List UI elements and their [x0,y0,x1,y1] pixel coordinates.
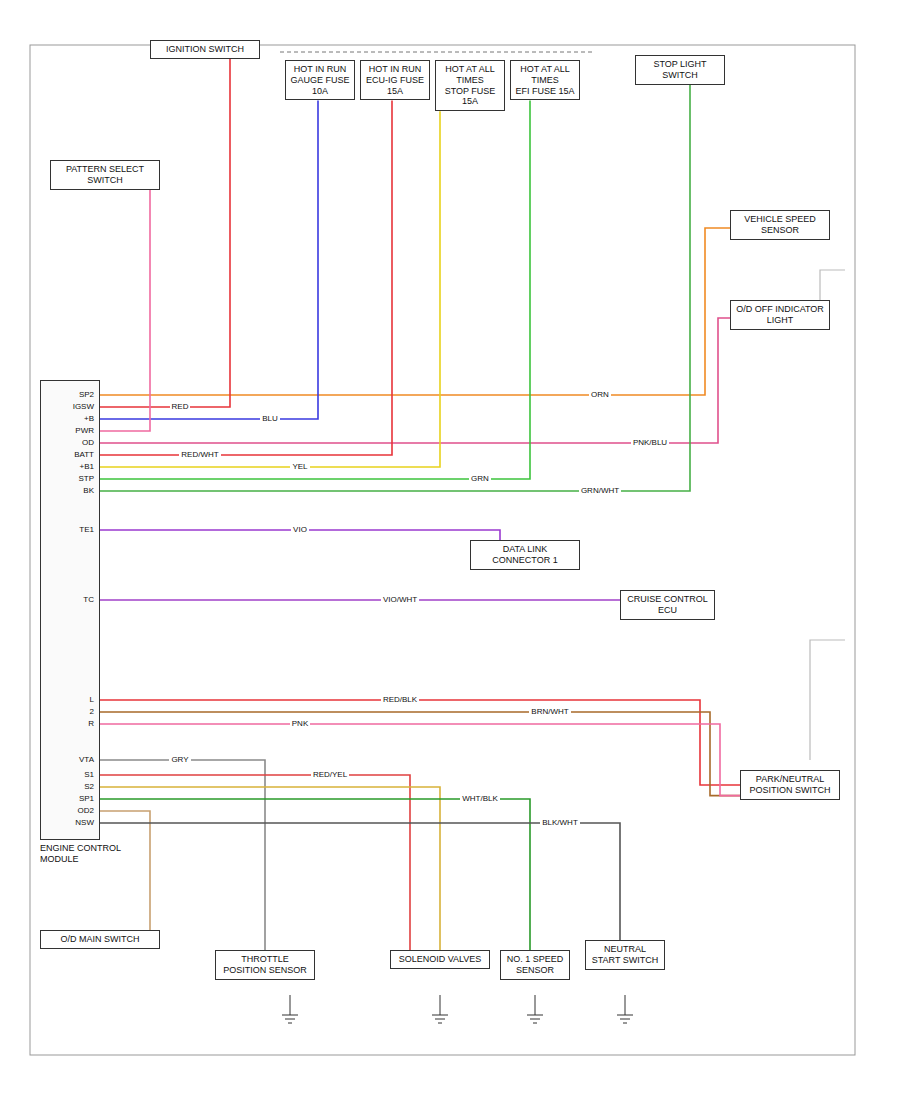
wire-color: VIO [291,524,309,535]
speed-sensor: VEHICLE SPEED SENSOR [730,210,830,240]
ground-symbols [282,995,633,1023]
fuse: HOT AT ALL TIMESSTOP FUSE 15A [435,60,505,111]
wire [100,760,265,950]
wire-color: VIO/WHT [381,594,419,605]
component-detail: HOT IN RUN [290,64,350,75]
wire [100,775,410,950]
wire-color: RED/WHT [179,449,220,460]
component-detail: NEUTRAL START SWITCH [590,944,660,966]
fuse: HOT IN RUNGAUGE FUSE 10A [285,60,355,100]
od-main-switch: O/D MAIN SWITCH [40,930,160,949]
stop-light-switch: STOP LIGHT SWITCH [635,55,725,85]
component-detail: HOT AT ALL TIMES [515,64,575,86]
pin-name: +B1 [46,462,94,472]
pin-name: BK [46,486,94,496]
wire-color: BLK/WHT [540,817,580,828]
pin-name: TC [46,595,94,605]
wire [100,712,740,796]
component-detail: CRUISE CONTROL ECU [625,594,710,616]
component-detail: STOP LIGHT SWITCH [640,59,720,81]
pin-name: TE1 [46,525,94,535]
pin-name: OD [46,438,94,448]
cruise-ecu: CRUISE CONTROL ECU [620,590,715,620]
wire-color: ORN [589,389,611,400]
wire [100,811,150,930]
pin-name: S2 [46,782,94,792]
speed-sensor: NO. 1 SPEED SENSOR [500,950,570,980]
wire-color: GRN/WHT [579,485,621,496]
ignition-switch: IGNITION SWITCH [150,40,260,59]
pin-name: SP2 [46,390,94,400]
wire [100,823,620,940]
component-detail: EFI FUSE 15A [515,86,575,97]
pin-name: IGSW [46,402,94,412]
fuse: HOT AT ALL TIMESEFI FUSE 15A [510,60,580,100]
wire [100,787,440,950]
wire [100,85,690,491]
wire-color: BRN/WHT [529,706,570,717]
data-connector: DATA LINK CONNECTOR 1 [470,540,580,570]
component-detail: SOLENOID VALVES [395,954,485,965]
wire-color: PNK [290,718,310,729]
indicator-light: O/D OFF INDICATOR LIGHT [730,300,830,330]
component-detail: GAUGE FUSE 10A [290,75,350,97]
wire [100,228,730,395]
wire-color: YEL [290,461,309,472]
component-detail: HOT AT ALL TIMES [440,64,500,86]
wire-color: RED [170,401,191,412]
wire-color: GRY [169,754,190,765]
select-switch: PATTERN SELECT SWITCH [50,160,160,190]
pin-name: VTA [46,755,94,765]
wire-color: BLU [260,413,280,424]
component-detail: O/D MAIN SWITCH [45,934,155,945]
pin-name: OD2 [46,806,94,816]
wire-color: PNK/BLU [631,437,669,448]
background-wires [810,270,845,760]
pin-name: STP [46,474,94,484]
component-detail: O/D OFF INDICATOR LIGHT [735,304,825,326]
component-detail: STOP FUSE 15A [440,86,500,108]
component-detail: ECU-IG FUSE 15A [365,75,425,97]
component-detail: PATTERN SELECT SWITCH [55,164,155,186]
component-detail: HOT IN RUN [365,64,425,75]
wire [100,100,318,419]
pin-name: R [46,719,94,729]
pin-name: S1 [46,770,94,780]
wire [100,799,530,950]
pin-name: SP1 [46,794,94,804]
component-detail: DATA LINK CONNECTOR 1 [475,544,575,566]
position-switch: PARK/NEUTRAL POSITION SWITCH [740,770,840,800]
throttle-sensor: THROTTLE POSITION SENSOR [215,950,315,980]
wire [100,100,530,479]
wire [100,100,392,455]
pin-name: PWR [46,426,94,436]
component-detail: ENGINE CONTROL MODULE [40,843,140,865]
component-detail: THROTTLE POSITION SENSOR [220,954,310,976]
wire-color: RED/BLK [381,694,419,705]
fuse: HOT IN RUNECU-IG FUSE 15A [360,60,430,100]
neutral-switch: NEUTRAL START SWITCH [585,940,665,970]
wire [100,318,730,443]
pin-name: 2 [46,707,94,717]
component-detail: PARK/NEUTRAL POSITION SWITCH [745,774,835,796]
solenoid-block: SOLENOID VALVES [390,950,490,969]
wire [100,599,620,601]
wire [100,190,150,431]
junction-block-outline [280,52,595,53]
pin-name: L [46,695,94,705]
pin-name: NSW [46,818,94,828]
wire-color: WHT/BLK [460,793,500,804]
wire-color: GRN [469,473,491,484]
pin-name: BATT [46,450,94,460]
pin-name: +B [46,414,94,424]
page-frame [30,45,855,1055]
wire [100,59,230,407]
component-detail: NO. 1 SPEED SENSOR [505,954,565,976]
component-detail: VEHICLE SPEED SENSOR [735,214,825,236]
wire-color: RED/YEL [311,769,349,780]
component-detail: IGNITION SWITCH [155,44,255,55]
